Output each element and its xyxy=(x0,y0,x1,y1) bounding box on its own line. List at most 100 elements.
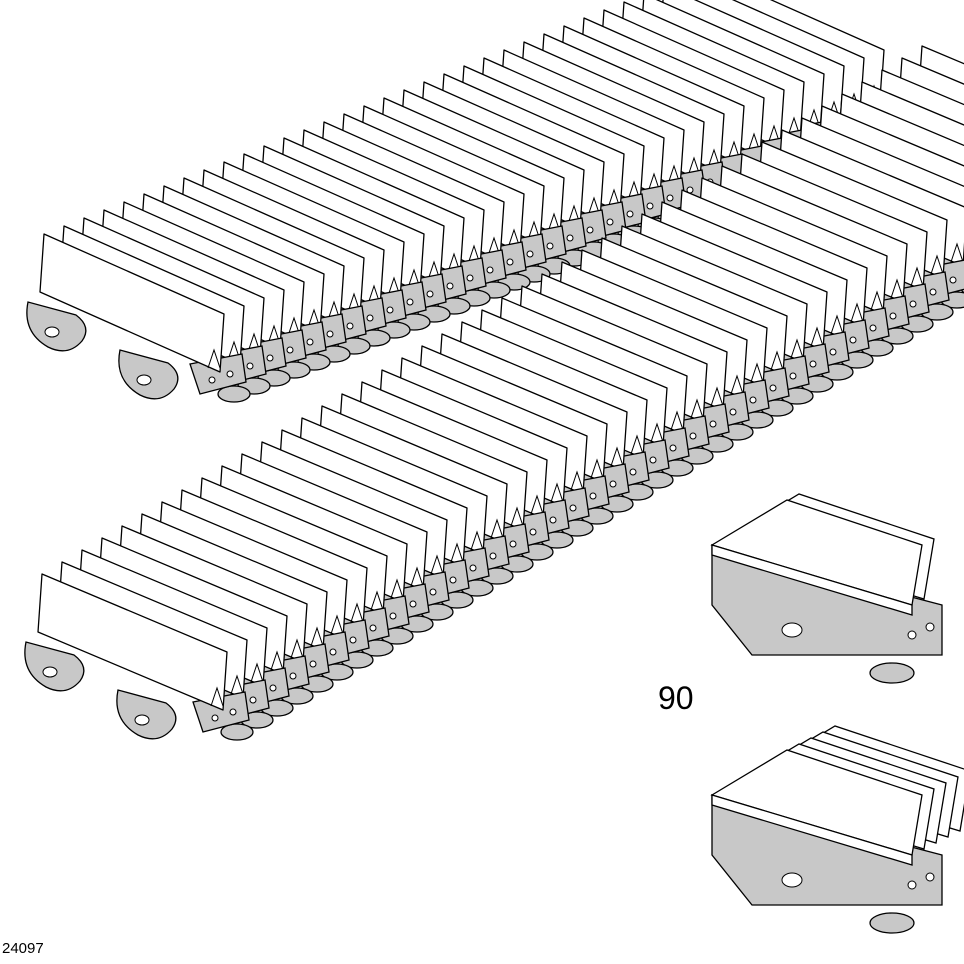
finger xyxy=(390,578,404,599)
finger xyxy=(950,242,964,263)
finger xyxy=(410,566,424,587)
pin-hole xyxy=(269,684,277,692)
pin-hole xyxy=(889,312,897,320)
pin-hole xyxy=(366,314,374,322)
finger xyxy=(310,626,324,647)
chain-module xyxy=(39,233,251,403)
pin-hole xyxy=(466,274,474,282)
finger xyxy=(430,554,444,575)
pin-hole xyxy=(789,372,797,380)
pin-hole xyxy=(829,348,837,356)
pin-hole xyxy=(925,622,935,632)
finger xyxy=(727,140,741,161)
figure-id: 24097 xyxy=(2,940,44,957)
finger xyxy=(307,308,321,329)
pin-hole xyxy=(506,258,514,266)
end-link-hole xyxy=(136,374,152,386)
pin-hole xyxy=(925,872,935,882)
pin-hole xyxy=(869,324,877,332)
finger xyxy=(287,316,301,337)
pin-hole xyxy=(349,636,357,644)
finger xyxy=(570,470,584,491)
finger xyxy=(490,518,504,539)
flap xyxy=(39,233,225,373)
pin-hole xyxy=(549,516,557,524)
finger xyxy=(350,602,364,623)
finger xyxy=(210,686,224,707)
pin-hole xyxy=(546,242,554,250)
end-link xyxy=(118,349,179,400)
finger xyxy=(247,332,261,353)
finger xyxy=(550,482,564,503)
finger xyxy=(470,530,484,551)
finger xyxy=(747,132,761,153)
finger xyxy=(730,374,744,395)
finger xyxy=(810,326,824,347)
pin-hole xyxy=(249,696,257,704)
pin-hole xyxy=(646,202,654,210)
pin-hole xyxy=(509,540,517,548)
end-link-hole xyxy=(134,714,150,726)
pin-hole xyxy=(586,226,594,234)
pin-hole xyxy=(629,468,637,476)
pin-hole xyxy=(689,432,697,440)
pin-hole xyxy=(626,210,634,218)
pin-hole xyxy=(749,396,757,404)
position-label: 90 xyxy=(658,680,694,716)
pin-hole xyxy=(709,420,717,428)
finger xyxy=(227,340,241,361)
pin-hole xyxy=(526,250,534,258)
finger xyxy=(707,148,721,169)
finger xyxy=(207,348,221,369)
finger xyxy=(607,188,621,209)
finger xyxy=(290,638,304,659)
pin-hole xyxy=(666,194,674,202)
module-edge xyxy=(711,794,913,866)
finger xyxy=(767,124,781,145)
finger xyxy=(230,674,244,695)
finger xyxy=(527,220,541,241)
pin-hole xyxy=(769,384,777,392)
end-link xyxy=(26,301,87,352)
pin-hole xyxy=(486,266,494,274)
pin-hole xyxy=(606,218,614,226)
pin-hole xyxy=(529,528,537,536)
finger xyxy=(530,494,544,515)
link-foot xyxy=(220,723,254,741)
pin-hole xyxy=(286,346,294,354)
pin-hole xyxy=(929,288,937,296)
finger xyxy=(710,386,724,407)
conveyor-chain-lower xyxy=(24,45,964,741)
pin-hole xyxy=(369,624,377,632)
module-foot xyxy=(869,912,915,934)
finger xyxy=(447,252,461,273)
finger xyxy=(487,236,501,257)
end-link xyxy=(116,689,177,740)
pin-hole xyxy=(309,660,317,668)
finger xyxy=(650,422,664,443)
finger xyxy=(670,410,684,431)
finger xyxy=(347,292,361,313)
finger xyxy=(890,278,904,299)
pin-hole xyxy=(226,370,234,378)
pin-hole xyxy=(566,234,574,242)
finger xyxy=(647,172,661,193)
pin-hole xyxy=(469,564,477,572)
pin-hole xyxy=(306,338,314,346)
pin-hole xyxy=(949,276,957,284)
finger xyxy=(630,434,644,455)
pin-hole xyxy=(429,588,437,596)
finger xyxy=(850,302,864,323)
chain-module xyxy=(37,573,254,741)
pin-hole xyxy=(246,362,254,370)
finger xyxy=(547,212,561,233)
module-foot xyxy=(869,662,915,684)
finger xyxy=(267,324,281,345)
finger xyxy=(790,338,804,359)
pin-hole xyxy=(389,612,397,620)
pin-hole xyxy=(289,672,297,680)
pin-hole xyxy=(329,648,337,656)
finger xyxy=(330,614,344,635)
